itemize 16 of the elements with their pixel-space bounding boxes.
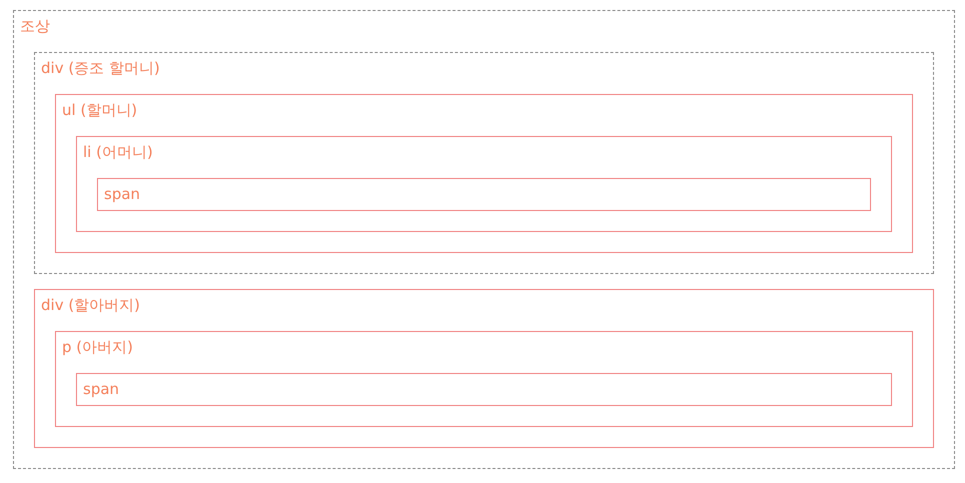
element-label: div (증조 할머니)	[41, 58, 160, 78]
element-label: ul (할머니)	[62, 100, 138, 120]
element-label: div (할아버지)	[41, 295, 140, 315]
element-label: span	[83, 379, 120, 399]
container-box	[55, 331, 913, 427]
container-box	[34, 289, 934, 448]
element-label: li (어머니)	[83, 142, 153, 162]
container-box	[76, 136, 892, 232]
dashed-container-box	[34, 52, 934, 274]
element-label: span	[104, 184, 140, 204]
container-box	[76, 373, 892, 406]
element-label: p (아버지)	[62, 337, 133, 357]
dashed-container-box	[13, 10, 955, 469]
container-box	[55, 94, 913, 253]
element-label: 조상	[20, 16, 50, 36]
container-box	[97, 178, 871, 211]
